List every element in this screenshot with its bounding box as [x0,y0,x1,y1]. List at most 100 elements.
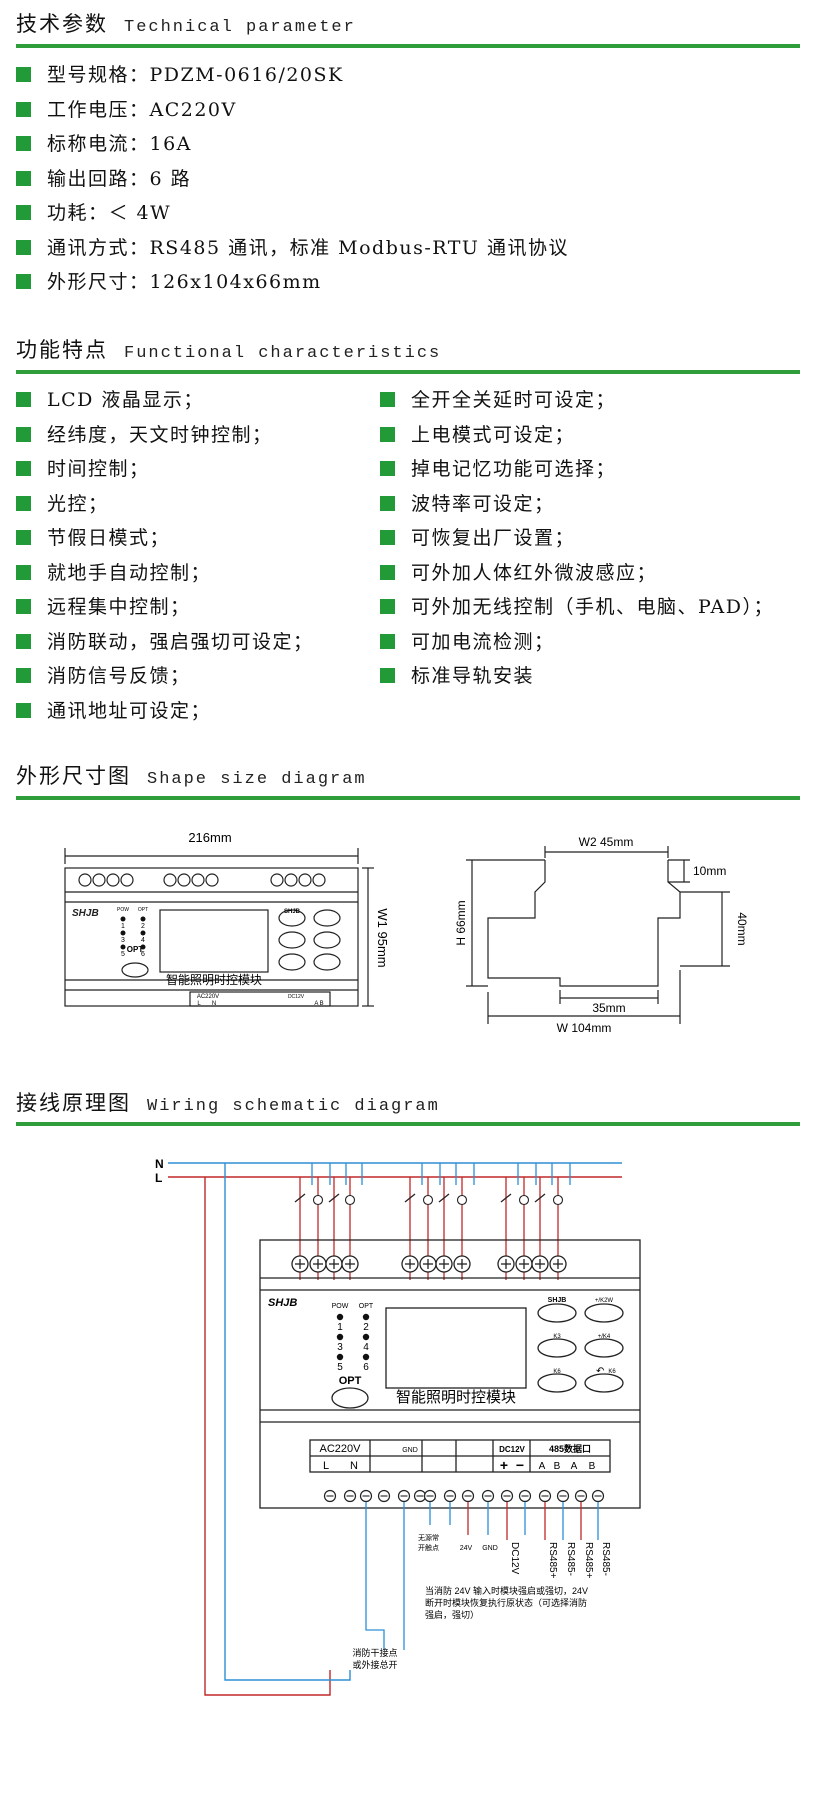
feature-right-item: 可外加人体红外微波感应； [380,556,774,591]
feature-right-item-text: 掉电记忆功能可选择； [411,458,617,480]
no-contact-label: 开触点 [418,1543,439,1552]
l-feed-wire [204,1177,331,1696]
feature-right-item-text: 波特率可设定； [411,492,555,515]
front-top-terminals [78,873,326,887]
switch-icon [328,1193,340,1203]
square-bullet-icon [16,392,31,407]
side-w2-label: W2 45mm [579,835,634,849]
wiring-schematic: N L SHJB SHJB +/K2W K3 +/K4 K6 K6 ↶ POW [155,1157,641,1696]
feature-left-item-text: 时间控制； [47,458,150,480]
side-10mm-label: 10mm [693,864,726,878]
tech-item-text: 外形尺寸：126x104x66mm [47,271,322,293]
square-bullet-icon [380,426,395,442]
side-h-label: H 66mm [454,900,468,945]
square-bullet-icon [16,239,31,255]
front-terminal-n: N [212,1001,216,1007]
feature-right-item-text: 上电模式可设定； [411,423,576,446]
front-led-num-5: 5 [121,951,125,958]
terminal-a2: A [571,1461,578,1472]
module-top-terminals [291,1255,567,1273]
feature-right-item-text: 全开全关延时可设定； [411,389,617,411]
feature-right-item-text: 标准导轨安装 [411,665,535,687]
feature-left-item: 时间控制； [16,452,314,487]
module-button-5 [537,1373,577,1393]
front-terminal-l: L [197,1001,201,1007]
terminal-n: N [350,1460,358,1472]
square-bullet-icon [16,599,31,614]
square-bullet-icon [380,461,395,476]
tech-item-text: 通讯方式：RS485 通讯，标准 Modbus-RTU 通讯协议 [47,236,569,259]
square-bullet-icon [380,530,395,545]
features-left-list: LCD 液晶显示；经纬度，天文时钟控制；时间控制；光控；节假日模式；就地手自动控… [16,383,314,728]
features-divider [16,370,800,374]
feature-left-item: 消防联动，强启强切可设定； [16,625,314,660]
lamp-icon [518,1194,530,1206]
terminal-b1: B [554,1461,561,1472]
feature-left-item: 消防信号反馈； [16,659,314,694]
front-led-num-2: 2 [141,923,145,930]
feature-right-item-text: 可恢复出厂设置； [411,527,576,549]
tech-divider [16,44,800,48]
module-led-num-6: 6 [363,1362,369,1373]
feature-right-item: 可恢复出厂设置； [380,521,774,556]
front-led-num-4: 4 [141,937,145,944]
bottom-wires [365,1502,599,1650]
switch-icon [294,1193,306,1203]
module-lcd [385,1307,527,1389]
feature-left-item-text: 通讯地址可设定； [47,699,212,722]
front-pow-label: POW [117,907,129,913]
square-bullet-icon [16,633,31,649]
feature-right-item: 可外加无线控制（手机、电脑、PAD）； [380,590,774,625]
front-module-name: 智能照明时控模块 [166,972,262,987]
front-led-num-1: 1 [121,923,125,930]
label-gnd: GND [482,1545,498,1552]
feature-right-item-text: 可加电流检测； [411,630,555,653]
square-bullet-icon [380,633,395,649]
lamp-icon [312,1194,324,1206]
front-brand-logo: SHJB [72,908,99,919]
feature-left-item-text: LCD 液晶显示； [47,389,204,411]
neutral-label: N [155,1157,164,1171]
switch-icon [500,1193,512,1203]
module-leds [336,1313,370,1361]
lamp-icon [422,1194,434,1206]
square-bullet-icon [16,530,31,545]
module-led-num-1: 1 [337,1322,343,1333]
square-bullet-icon [380,392,395,407]
module-led-num-3: 3 [337,1342,343,1353]
features-title-zh: 功能特点 [16,338,108,362]
label-rs485-minus-2: RS485- [600,1542,611,1576]
label-rs485-minus-1: RS485- [565,1542,576,1576]
fire-note-text: 断开时模块恢复执行原状态（可选择消防 [425,1597,587,1608]
features-right-list: 全开全关延时可设定； 上电模式可设定； 掉电记忆功能可选择； 波特率可设定； 可恢复出厂… [380,383,774,694]
front-terminal-ac: AC220V [197,994,219,1000]
terminal-plus-icon: + [500,1457,508,1473]
tech-item-text: 输出回路：6 路 [47,167,192,190]
module-brand-button-label: SHJB [548,1297,567,1304]
module-led-num-5: 5 [337,1362,343,1373]
shape-size-diagram: 216mm W1 95mm SHJB SHJB OPT 智能照明时控模块 POW… [64,830,749,1035]
module-button-4 [584,1338,624,1358]
tech-item: 通讯方式：RS485 通讯，标准 Modbus-RTU 通讯协议 [16,231,569,266]
square-bullet-icon [16,564,31,580]
front-brand-button-label: SHJB [284,909,301,915]
front-view [64,848,374,1007]
terminal-gnd: GND [402,1447,418,1454]
shape-title-zh: 外形尺寸图 [16,764,131,788]
switch-icon [404,1193,416,1203]
square-bullet-icon [380,564,395,580]
square-bullet-icon [16,461,31,476]
feature-left-item: 节假日模式； [16,521,314,556]
module-bottom-terminals [323,1489,605,1503]
side-profile-outline [487,860,681,987]
fire-note-text: 当消防 24V 输入时模块强启或强切，24V [425,1585,588,1596]
button-label-k3: K3 [553,1334,561,1340]
feature-right-item: 掉电记忆功能可选择； [380,452,774,487]
feature-right-item: 可加电流检测； [380,625,774,660]
module-opt-small-label: OPT [359,1303,374,1310]
tech-title-en: Technical parameter [124,18,356,37]
feature-left-item: 通讯地址可设定； [16,694,314,729]
square-bullet-icon [16,205,31,220]
